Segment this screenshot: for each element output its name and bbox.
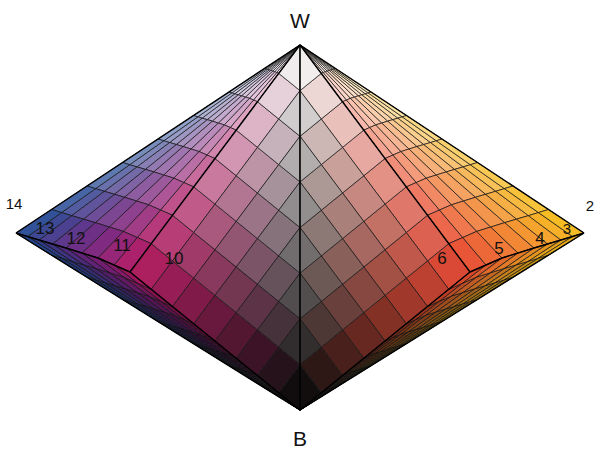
pole-label: B: [293, 428, 307, 449]
surface-cell: [436, 139, 477, 165]
surface-cell: [470, 163, 513, 189]
surface-cell: [455, 283, 496, 307]
surface-cell: [365, 93, 402, 118]
surface-cell: [104, 283, 145, 307]
hue-number: 3: [563, 221, 571, 236]
cut-cell: [279, 91, 300, 137]
hue-number: 12: [67, 230, 86, 247]
surface-cell: [496, 258, 539, 282]
edge-line: [300, 233, 584, 410]
surface-cell: [28, 237, 72, 262]
surface-cell: [402, 116, 442, 141]
edge-line: [300, 272, 470, 410]
surface-cell: [194, 92, 232, 117]
cut-cell: [279, 136, 300, 182]
cut-cell: [300, 182, 321, 228]
hue-number: 6: [437, 250, 446, 267]
edge-line: [16, 233, 300, 410]
surface-cell: [504, 186, 548, 213]
cut-cell: [300, 91, 321, 137]
surface-cell: [368, 92, 406, 117]
surface-cell: [164, 117, 202, 143]
surface-cell: [198, 93, 235, 118]
surface-cell: [123, 139, 164, 165]
surface-cell: [235, 69, 269, 94]
outer-surface: [16, 45, 584, 410]
edge-line: [299, 45, 300, 410]
surface-cell: [87, 163, 130, 189]
hue-number: 5: [494, 240, 503, 257]
pole-label: W: [290, 10, 310, 31]
cut-cell: [279, 273, 300, 319]
surface-cell: [158, 116, 198, 141]
cut-cell: [279, 319, 300, 365]
hue-number: 13: [36, 220, 55, 237]
surface-cell: [52, 186, 96, 213]
cut-cell: [300, 273, 321, 319]
surface-cell: [538, 210, 584, 237]
hue-number: 10: [165, 250, 184, 267]
surface-cell: [334, 69, 371, 93]
surface-cell: [72, 261, 115, 285]
surface-cell: [528, 237, 572, 262]
equator-line: [470, 233, 584, 272]
surface-cell: [16, 210, 62, 237]
hue-number: 11: [113, 237, 131, 254]
edge-line: [130, 45, 300, 272]
solid-outline: [16, 45, 584, 410]
edge-line: [16, 45, 300, 233]
surface-cell: [331, 69, 365, 94]
surface-cell: [229, 69, 266, 93]
hue-number: 4: [535, 230, 544, 247]
cut-cell: [279, 182, 300, 228]
surface-cell: [232, 69, 268, 94]
edge-line: [130, 272, 300, 410]
cut-cell: [300, 319, 321, 365]
edge-line: [300, 45, 584, 233]
surface-cell: [333, 69, 369, 94]
surface-cell: [62, 258, 105, 282]
surface-cell: [398, 117, 436, 143]
cut-cell: [300, 228, 321, 274]
cut-cell: [300, 136, 321, 182]
hue-number: 2: [586, 198, 594, 213]
hue-number: 14: [6, 196, 23, 211]
edge-line: [300, 45, 470, 272]
cut-face: [130, 45, 470, 410]
cut-cell: [279, 228, 300, 274]
surface-cell: [486, 261, 529, 285]
